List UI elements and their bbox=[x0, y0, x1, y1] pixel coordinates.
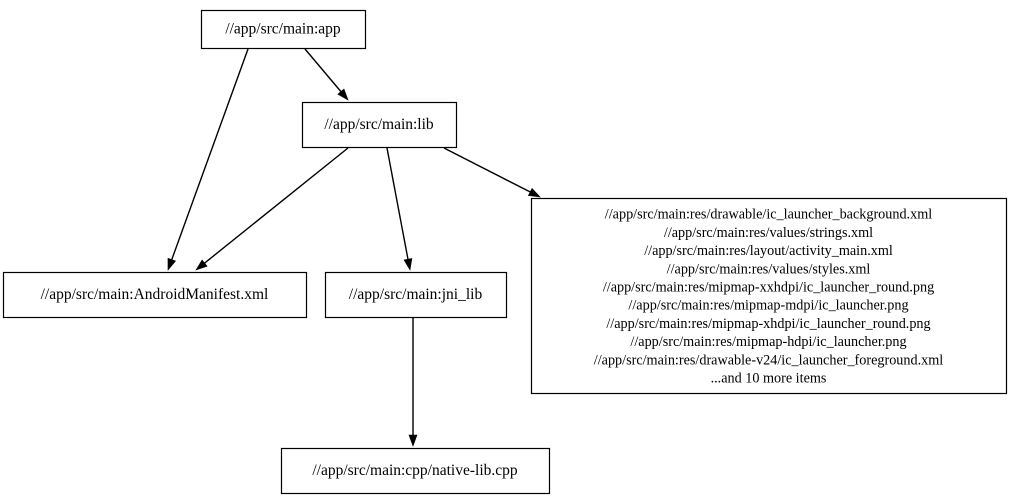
edge-lib-to-android-manifest-arrowhead-icon bbox=[195, 259, 208, 271]
node-native-lib-cpp-box[interactable] bbox=[280, 447, 551, 495]
node-resources-group[interactable]: //app/src/main:res/drawable/ic_launcher_… bbox=[530, 197, 1008, 395]
node-native-lib-cpp[interactable]: //app/src/main:cpp/native-lib.cpp bbox=[280, 447, 551, 495]
edge-app-to-lib-arrowhead-icon bbox=[337, 88, 349, 101]
node-jni-lib-box[interactable] bbox=[324, 271, 508, 319]
node-android-manifest[interactable]: //app/src/main:AndroidManifest.xml bbox=[2, 271, 308, 319]
node-resources-group-label-line: //app/src/main:res/mipmap-mdpi/ic_launch… bbox=[628, 298, 908, 314]
node-resources-group-label-line: //app/src/main:res/values/styles.xml bbox=[667, 261, 871, 277]
node-resources-group-label-line: //app/src/main:res/drawable-v24/ic_launc… bbox=[594, 352, 944, 368]
edges-layer bbox=[167, 48, 541, 447]
node-app[interactable]: //app/src/main:app bbox=[200, 9, 367, 50]
node-lib-box[interactable] bbox=[301, 101, 458, 149]
node-resources-group-label-line: //app/src/main:res/values/strings.xml bbox=[664, 225, 873, 241]
node-resources-group-label-line: //app/src/main:res/drawable/ic_launcher_… bbox=[605, 207, 932, 223]
edge-app-to-android-manifest-line bbox=[170, 48, 249, 262]
node-native-lib-cpp-label: //app/src/main:cpp/native-lib.cpp bbox=[312, 462, 518, 479]
node-resources-group-label-line: //app/src/main:res/mipmap-hdpi/ic_launch… bbox=[630, 334, 906, 350]
edge-app-to-lib bbox=[304, 48, 349, 101]
edge-app-to-android-manifest bbox=[167, 48, 249, 271]
edge-lib-to-resources-group-line bbox=[443, 147, 532, 194]
node-resources-group-label: //app/src/main:res/drawable/ic_launcher_… bbox=[594, 207, 944, 387]
edge-app-to-android-manifest-arrowhead-icon bbox=[167, 257, 177, 271]
edge-lib-to-jni-lib-arrowhead-icon bbox=[403, 258, 413, 271]
node-jni-lib[interactable]: //app/src/main:jni_lib bbox=[324, 271, 508, 319]
node-jni-lib-label: //app/src/main:jni_lib bbox=[349, 286, 483, 303]
node-resources-group-label-line: ...and 10 more items bbox=[711, 370, 827, 386]
edge-lib-to-resources-group bbox=[443, 147, 541, 198]
node-resources-group-box[interactable] bbox=[530, 197, 1008, 395]
node-android-manifest-box[interactable] bbox=[2, 271, 308, 319]
node-resources-group-label-line: //app/src/main:res/mipmap-xhdpi/ic_launc… bbox=[606, 316, 930, 332]
edge-lib-to-android-manifest-line bbox=[202, 147, 349, 265]
node-android-manifest-label: //app/src/main:AndroidManifest.xml bbox=[41, 286, 269, 303]
nodes-layer: //app/src/main:app //app/src/main:lib //ap… bbox=[2, 9, 1008, 495]
node-resources-group-label-line: //app/src/main:res/layout/activity_main.… bbox=[644, 243, 893, 259]
node-app-box[interactable] bbox=[200, 9, 367, 50]
edge-lib-to-jni-lib-line bbox=[386, 147, 409, 261]
node-lib-label: //app/src/main:lib bbox=[324, 116, 434, 133]
node-resources-group-label-line: //app/src/main:res/mipmap-xxhdpi/ic_laun… bbox=[603, 279, 934, 295]
node-lib[interactable]: //app/src/main:lib bbox=[301, 101, 458, 149]
edge-lib-to-resources-group-arrowhead-icon bbox=[527, 187, 541, 198]
node-app-label: //app/src/main:app bbox=[225, 21, 341, 38]
edge-jni-lib-to-native-lib-cpp-arrowhead-icon bbox=[408, 434, 418, 447]
edge-app-to-lib-line bbox=[304, 48, 343, 94]
edge-lib-to-android-manifest bbox=[195, 147, 349, 271]
edge-jni-lib-to-native-lib-cpp bbox=[408, 318, 418, 447]
edge-lib-to-jni-lib bbox=[386, 147, 413, 271]
